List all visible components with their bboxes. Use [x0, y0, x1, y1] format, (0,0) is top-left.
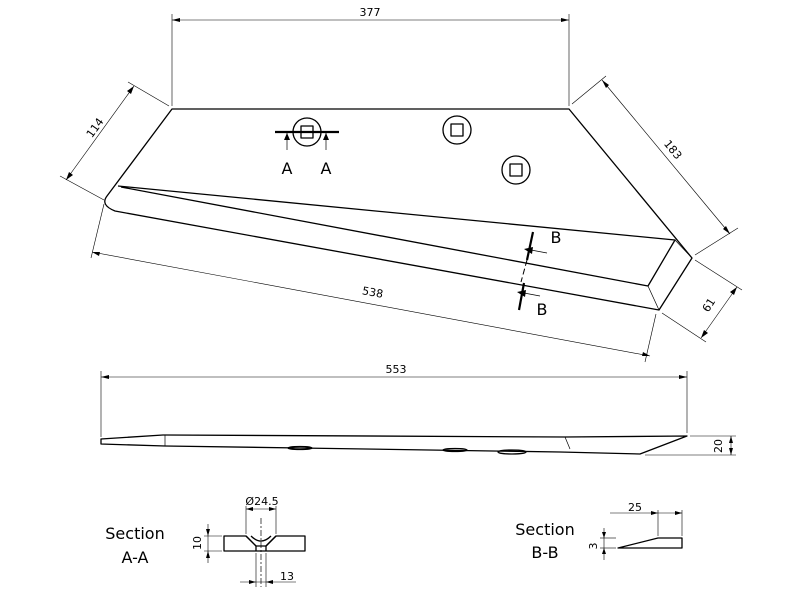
- dimension-13-text: 13: [280, 570, 294, 583]
- dimension-538-text: 538: [361, 284, 384, 301]
- top-view: A A B B 377 1: [59, 6, 743, 363]
- dimension-20: [645, 435, 736, 456]
- side-outline: [100, 434, 688, 455]
- dimension-183: [571, 75, 739, 256]
- section-a-title-line2: A-A: [122, 548, 149, 567]
- section-b-b: Section B-B 25 3: [515, 501, 683, 562]
- dimension-3-text: 3: [587, 543, 600, 550]
- dimension-377: [171, 14, 570, 106]
- side-hole-3: [497, 449, 527, 455]
- dimension-13: [240, 553, 296, 587]
- section-b-mark-bottom: B: [537, 300, 548, 319]
- side-step-right: [564, 436, 571, 450]
- bolt-hole-3: [501, 155, 531, 185]
- dimension-10-text: 10: [191, 536, 204, 550]
- section-a-cut-line: [275, 130, 339, 150]
- section-a-bolt-head: [250, 535, 272, 542]
- section-a-countersink: [245, 535, 277, 551]
- dimension-25: [610, 510, 683, 536]
- dimension-183-text: 183: [661, 138, 684, 163]
- section-b-title-line2: B-B: [531, 543, 558, 562]
- dimension-d24-5: [245, 506, 277, 534]
- section-a-body: [223, 535, 306, 552]
- dimension-25-text: 25: [628, 501, 642, 514]
- bevel-line: [117, 185, 676, 287]
- dimension-553-text: 553: [386, 363, 407, 376]
- share-outline: [104, 108, 693, 311]
- side-hole-2: [442, 447, 468, 453]
- dimension-3: [600, 528, 616, 560]
- dimension-377-text: 377: [360, 6, 381, 19]
- dimension-61: [661, 259, 743, 343]
- section-b-cut-line: [517, 231, 548, 311]
- dimension-20-text: 20: [712, 439, 725, 453]
- bolt-hole-2: [442, 115, 472, 145]
- dimension-114-text: 114: [84, 116, 107, 141]
- bevel-corner-right: [674, 239, 693, 259]
- section-b-profile: [617, 537, 683, 549]
- section-a-a: Section A-A Ø24.5 10: [105, 495, 306, 587]
- section-a-title-line1: Section: [105, 524, 164, 543]
- dimension-114: [59, 81, 170, 201]
- dimension-538: [90, 203, 657, 363]
- bevel-corner: [647, 285, 660, 311]
- side-hole-1: [287, 445, 313, 451]
- dimension-10: [204, 524, 222, 563]
- section-a-mark-left: A: [282, 159, 293, 178]
- dimension-553: [100, 371, 688, 437]
- section-b-title-line1: Section: [515, 520, 574, 539]
- section-a-mark-right: A: [321, 159, 332, 178]
- section-b-mark-top: B: [551, 228, 562, 247]
- side-view: 553 20: [100, 363, 736, 456]
- dimension-d24-5-text: Ø24.5: [245, 495, 278, 508]
- dimension-61-text: 61: [700, 296, 718, 315]
